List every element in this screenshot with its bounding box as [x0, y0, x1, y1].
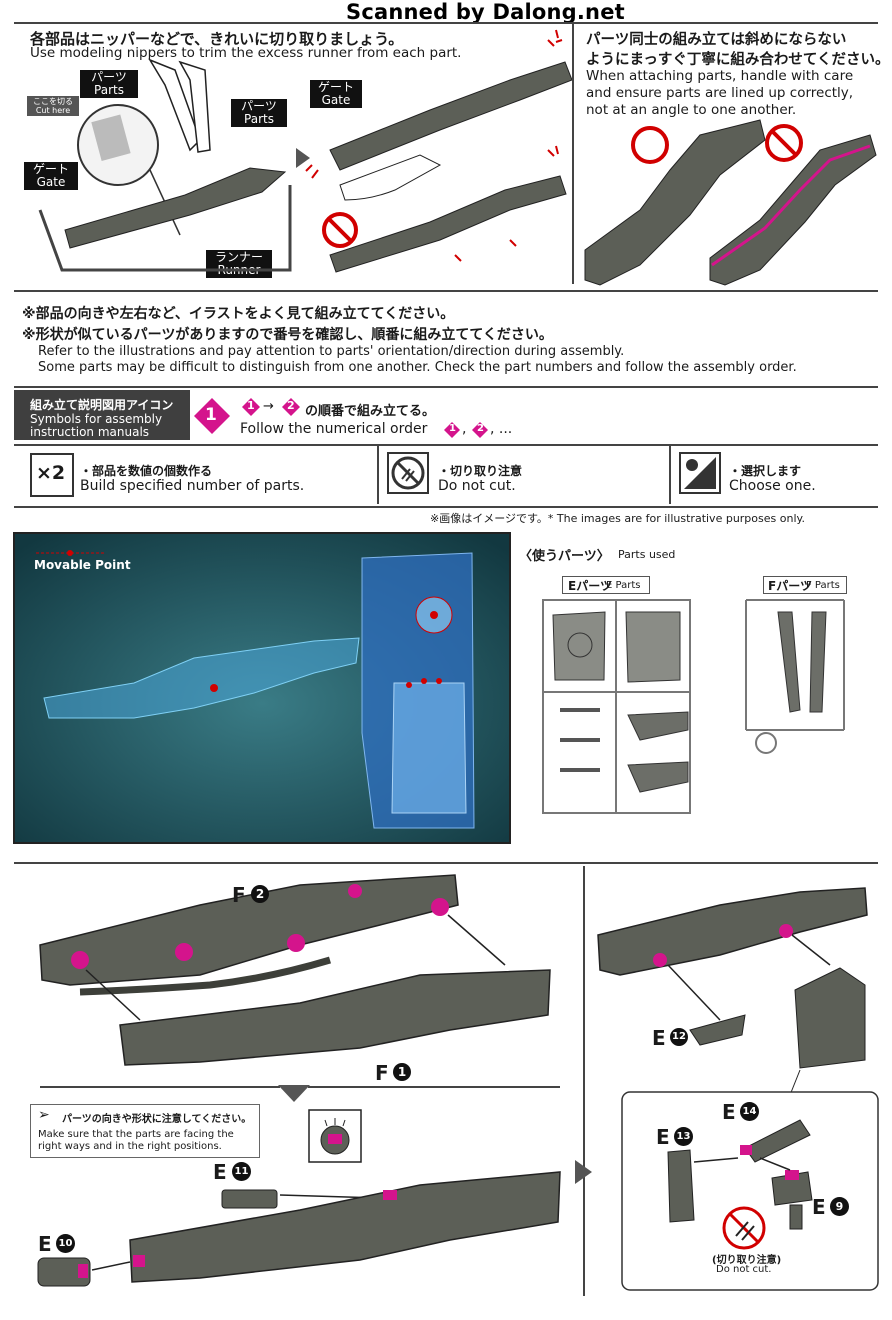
symbols-title-en-2: instruction manuals: [30, 425, 150, 439]
order-badge-2-icon: [282, 398, 300, 416]
notes-top-border: [14, 290, 878, 292]
order-arrow: →: [263, 399, 274, 414]
symbols-title-en-1: Symbols for assembly: [30, 412, 163, 426]
e11-number: 11: [232, 1162, 251, 1181]
e11-letter: E: [213, 1160, 227, 1184]
e14-letter: E: [722, 1100, 736, 1124]
x2-label: ×2: [36, 462, 66, 484]
note-jp-2: ※形状が似ているパーツがありますので番号を確認し、順番に組み立ててください。: [22, 327, 553, 343]
e9-letter: E: [812, 1195, 826, 1219]
symbols-title-box: [14, 390, 190, 440]
symbols-row: [14, 444, 878, 508]
e12-letter: E: [652, 1026, 666, 1050]
nocut-en: Do not cut.: [438, 478, 516, 494]
attach-jp-1: パーツ同士の組み立ては斜めにならない: [586, 32, 847, 48]
symbols-title-jp: 組み立て説明図用アイコン: [30, 398, 174, 412]
f-parts-box: [763, 576, 847, 594]
attach-en-1: When attaching parts, handle with care: [586, 68, 854, 84]
e10-number: 10: [56, 1234, 75, 1253]
caution-box: [30, 1104, 260, 1158]
build-en: Build specified number of parts.: [80, 478, 305, 494]
nocut-en-small: Do not cut.: [716, 1264, 772, 1275]
f-parts-jp: Fパーツ: [768, 579, 812, 593]
e13-number: 13: [674, 1127, 693, 1146]
build-jp: ・部品を数値の個数作る: [80, 464, 213, 478]
attach-divider: [572, 22, 574, 284]
order-badge-4-num: 2: [477, 423, 484, 434]
caution-pointer-icon: ➢: [38, 1107, 50, 1123]
order-comma: ,: [462, 421, 467, 437]
nippers-jp: 各部品はニッパーなどで、きれいに切り取りましょう。: [30, 30, 404, 48]
parts-used-jp: 〈使うパーツ〉: [519, 549, 610, 564]
step-number: 1: [205, 405, 217, 425]
nocut-icon: [387, 452, 429, 494]
nocut-jp-small: (切り取り注意): [712, 1255, 782, 1266]
choose-jp: ・選択します: [729, 464, 802, 478]
order-badge-4-icon: [472, 422, 488, 438]
note-en-1: Refer to the illustrations and pay atten…: [38, 344, 625, 359]
movable-point-panel: [13, 532, 511, 844]
caution-en-2: right ways and in the right positions.: [38, 1141, 222, 1152]
f2-number: 2: [251, 885, 269, 903]
attach-jp-2: ようにまっすぐ丁寧に組み合わせてください。: [586, 52, 890, 68]
order-badge-3-icon: [444, 422, 460, 438]
e12-number: 12: [670, 1028, 688, 1046]
f1-letter: F: [375, 1061, 389, 1085]
note-en-2: Some parts may be difficult to distingui…: [38, 360, 797, 375]
symbols-divider-2: [669, 446, 671, 504]
e14-number: 14: [740, 1102, 759, 1121]
f1-number: 1: [393, 1063, 411, 1081]
step-diamond-icon: [194, 398, 230, 434]
order-badge-2-num: 2: [287, 399, 295, 412]
e-parts-jp: Eパーツ: [568, 579, 612, 593]
e13-letter: E: [656, 1125, 670, 1149]
attach-en-2: and ensure parts are lined up correctly,: [586, 85, 854, 101]
e-parts-en: E Parts: [606, 580, 641, 591]
e10-letter: E: [38, 1232, 52, 1256]
parts-used-en: Parts used: [618, 548, 676, 561]
symbols-divider-1: [377, 446, 379, 504]
image-note: ※画像はイメージです。* The images are for illustra…: [430, 512, 805, 525]
order-en: Follow the numerical order: [240, 421, 428, 437]
e-parts-box: [562, 576, 650, 594]
caution-jp: パーツの向きや形状に注意してください。: [62, 1114, 252, 1125]
caution-en-1: Make sure that the parts are facing the: [38, 1129, 234, 1140]
x2-icon: [30, 453, 74, 497]
movable-point-label: Movable Point: [34, 558, 131, 572]
nocut-jp: ・切り取り注意: [438, 464, 523, 478]
choose-icon: [679, 452, 721, 494]
order-jp: の順番で組み立てる。: [305, 404, 436, 419]
order-badge-3-num: 1: [449, 423, 456, 434]
f-parts-en: F Parts: [806, 580, 840, 591]
top-border: [14, 22, 878, 24]
assembly-vertical-divider: [583, 866, 585, 1296]
assembly-top-border: [14, 862, 878, 864]
symbols-top-border: [14, 386, 878, 388]
e9-number: 9: [830, 1197, 849, 1216]
order-badge-1-icon: [242, 398, 260, 416]
choose-en: Choose one.: [729, 478, 816, 494]
note-jp-1: ※部品の向きや左右など、イラストをよく見て組み立ててください。: [22, 306, 455, 322]
order-badge-1-num: 1: [247, 399, 255, 412]
f2-letter: F: [232, 883, 246, 907]
attach-en-3: not at an angle to one another.: [586, 102, 797, 118]
watermark: Scanned by Dalong.net: [346, 0, 625, 24]
order-tail: , ...: [490, 421, 513, 437]
nippers-en: Use modeling nippers to trim the excess …: [30, 45, 462, 61]
